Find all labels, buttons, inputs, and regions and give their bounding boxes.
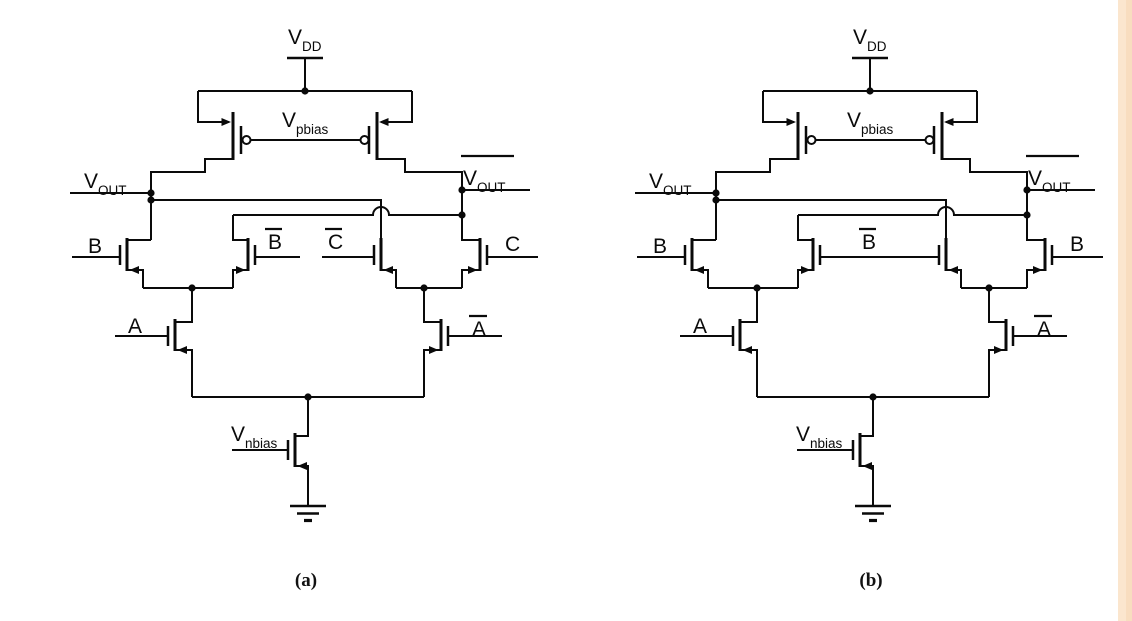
output-right: VOUT: [458, 154, 530, 219]
label-vnbias: Vnbias: [796, 423, 843, 451]
label-outer-left: B: [653, 235, 667, 258]
label-inner-left: B: [268, 231, 282, 254]
label-tail-left: A: [128, 315, 142, 338]
pair-rail-right: [961, 284, 1027, 292]
pmos-left: [150, 91, 252, 193]
nmos-bias: Vnbias: [796, 397, 874, 506]
caption-b: (b): [859, 570, 883, 591]
pmos-gate-bubble: [924, 135, 935, 145]
edge-strip-shade: [1126, 0, 1132, 621]
nmos-bias: Vnbias: [231, 397, 309, 506]
pmos-right: [924, 91, 1028, 190]
pmos-gate-bubble: [359, 135, 370, 145]
pmos-gate-bubble: [806, 135, 817, 145]
label-outer-right: C: [505, 233, 520, 256]
output-left: VOUT: [635, 170, 720, 204]
nmos-outer-left: B: [72, 235, 151, 288]
vdd-supply: VDD: [852, 26, 888, 95]
pmos-left: [715, 91, 817, 193]
nmos-inner-right: C: [322, 227, 397, 288]
page-edge-strip: [1118, 0, 1132, 621]
pbias-gate-line: Vpbias: [250, 109, 361, 141]
pmos-gate-bubble: [241, 135, 252, 145]
nmos-tail-right: A: [423, 288, 502, 397]
label-vdd: VDD: [853, 26, 887, 54]
nmos-tail-right: A: [988, 288, 1067, 397]
label-outer-right: B: [1070, 233, 1084, 256]
label-vdd: VDD: [288, 26, 322, 54]
nmos-outer-right: B: [1026, 215, 1103, 288]
label-tail-left: A: [693, 315, 707, 338]
nmos-outer-right: C: [461, 215, 538, 288]
label-inner-right: C: [328, 231, 343, 254]
label-vnbias: Vnbias: [231, 423, 278, 451]
label-vpbias: Vpbias: [282, 109, 329, 137]
caption-a: (a): [294, 570, 318, 591]
label-inner-shared: B: [862, 231, 876, 254]
cross-wires: [150, 193, 462, 240]
nmos-inner-left: B: [232, 215, 300, 288]
label-tail-right: A: [1037, 318, 1051, 341]
pair-rail-right: [396, 284, 462, 292]
cross-wires: [715, 193, 1027, 240]
output-right: VOUT: [1023, 154, 1095, 219]
ground-symbol: [290, 504, 326, 523]
label-outer-left: B: [88, 235, 102, 258]
label-tail-right: A: [472, 318, 486, 341]
ground-symbol: [855, 504, 891, 523]
nmos-tail-left: A: [680, 288, 758, 397]
nmos-tail-left: A: [115, 288, 193, 397]
output-left: VOUT: [70, 170, 155, 204]
nmos-inner-right: [937, 238, 962, 288]
pbias-gate-line: Vpbias: [815, 109, 926, 141]
pair-rail-left: [143, 284, 233, 292]
label-vpbias: Vpbias: [847, 109, 894, 137]
vdd-supply: VDD: [287, 26, 323, 95]
nmos-inner-left: B: [797, 215, 939, 288]
pair-rail-left: [708, 284, 798, 292]
pmos-right: [359, 91, 463, 190]
nmos-outer-left: B: [637, 235, 716, 288]
